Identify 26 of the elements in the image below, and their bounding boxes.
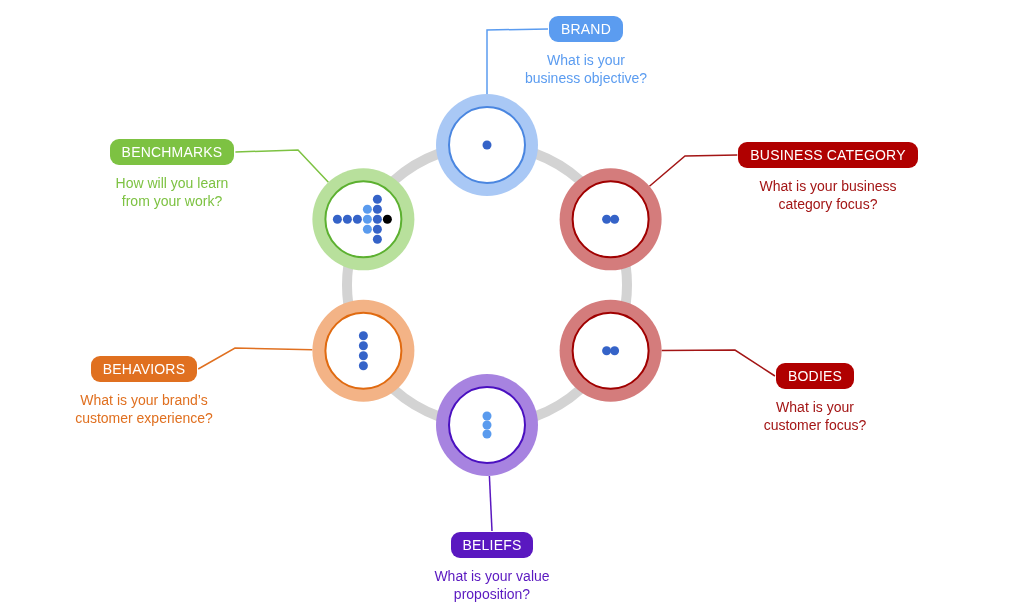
leader-line <box>197 347 314 370</box>
ring-circle <box>436 374 538 476</box>
leader-line <box>660 349 776 377</box>
ring-circle <box>559 299 662 402</box>
question-text: What is your business category focus? <box>758 177 898 213</box>
ring-circle <box>312 168 415 271</box>
category-pill: BUSINESS CATEGORY <box>738 142 918 168</box>
ring-segment <box>342 265 354 305</box>
leader-line <box>488 475 493 532</box>
category-pill: BEHAVIORS <box>90 356 198 382</box>
category-pill: BENCHMARKS <box>109 139 235 165</box>
category-pill: BRAND <box>549 16 623 42</box>
leader-line <box>234 149 330 183</box>
question-text: What is your value proposition? <box>433 567 551 603</box>
ring-circle <box>312 299 415 402</box>
leader-line <box>486 28 549 95</box>
question-text: How will you learn from your work? <box>114 174 230 210</box>
category-pill: BELIEFS <box>450 532 534 558</box>
ring-circle <box>559 168 662 271</box>
category-pill: BODIES <box>775 363 855 389</box>
leader-line <box>648 154 739 187</box>
question-text: What is your business objective? <box>523 51 649 87</box>
ring-circle <box>436 94 538 196</box>
ring-segment <box>620 265 632 305</box>
question-text: What is your brand’s customer experience? <box>74 391 214 427</box>
question-text: What is your customer focus? <box>762 398 868 434</box>
